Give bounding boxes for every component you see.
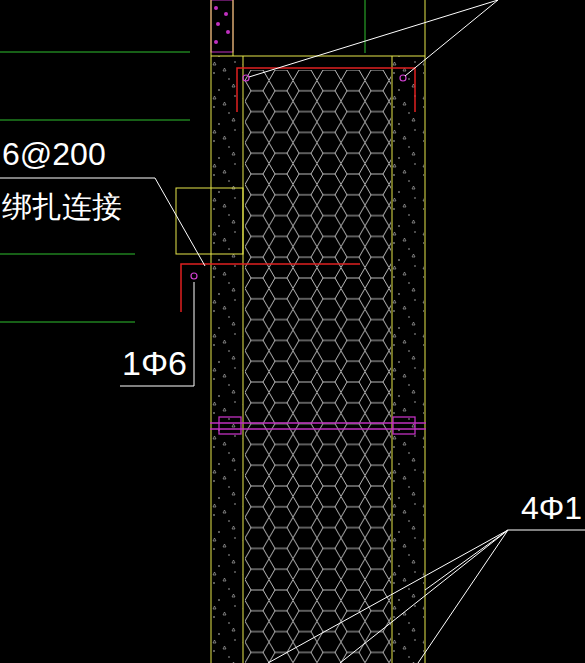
- rebar-callout: 1Φ6: [122, 346, 187, 380]
- wall-outline: [176, 0, 425, 663]
- note-text: 绑扎连接: [2, 192, 122, 222]
- concrete-layer: [212, 56, 243, 663]
- wall-tie: [210, 417, 426, 434]
- eps-core: [245, 70, 391, 663]
- rebar-section: [191, 75, 406, 279]
- rebar-callout: 4Φ1: [521, 492, 582, 524]
- rebar: [181, 68, 415, 312]
- concrete-layer: [392, 56, 424, 663]
- rebar-spec: 6@200: [2, 138, 106, 170]
- column-stub: [211, 0, 233, 52]
